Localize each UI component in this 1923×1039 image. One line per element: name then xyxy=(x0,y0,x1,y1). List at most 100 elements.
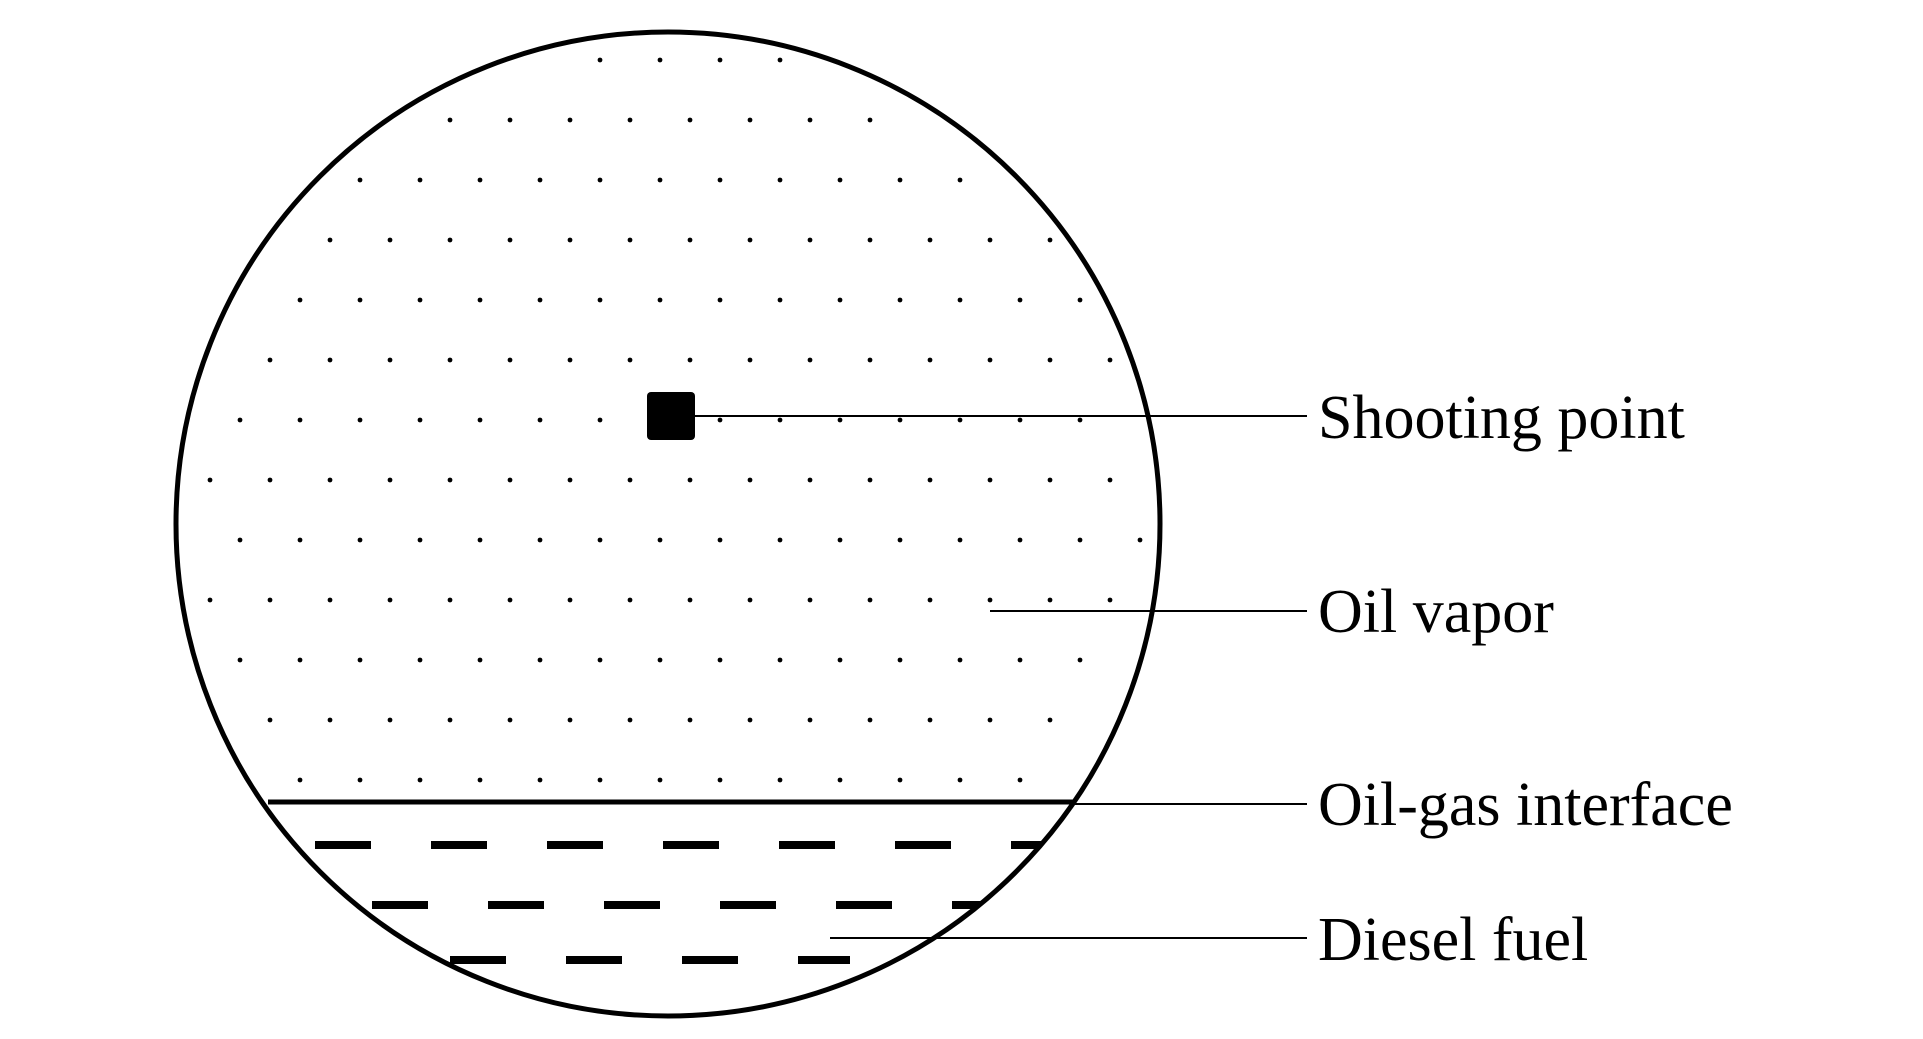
vapor-dot xyxy=(327,597,333,603)
vapor-dot xyxy=(327,477,333,483)
vapor-dot xyxy=(1077,417,1083,423)
vapor-dot xyxy=(567,717,573,723)
vapor-dot xyxy=(597,177,603,183)
vapor-dot xyxy=(1077,297,1083,303)
vapor-dot xyxy=(867,717,873,723)
vapor-dot xyxy=(867,477,873,483)
label-oil-gas-interface: Oil-gas interface xyxy=(1318,771,1733,839)
vapor-dot xyxy=(687,117,693,123)
vapor-dot xyxy=(297,537,303,543)
vapor-dot xyxy=(807,477,813,483)
vapor-dot xyxy=(297,777,303,783)
vapor-dot xyxy=(537,417,543,423)
vapor-dot xyxy=(357,657,363,663)
vapor-dot xyxy=(927,237,933,243)
vapor-dot xyxy=(747,357,753,363)
vapor-dot xyxy=(747,597,753,603)
vapor-dot xyxy=(627,117,633,123)
vapor-dot xyxy=(927,717,933,723)
vapor-dot xyxy=(447,717,453,723)
vapor-dot xyxy=(447,597,453,603)
vapor-dot xyxy=(957,777,963,783)
vapor-dot xyxy=(717,657,723,663)
vapor-dot xyxy=(987,357,993,363)
vapor-dot xyxy=(717,177,723,183)
vapor-dot xyxy=(567,237,573,243)
vapor-dot xyxy=(1047,597,1053,603)
vapor-dot xyxy=(837,777,843,783)
vapor-dot xyxy=(717,417,723,423)
vapor-dot xyxy=(1017,537,1023,543)
vapor-dot xyxy=(1017,417,1023,423)
vapor-dot xyxy=(927,477,933,483)
vapor-dot xyxy=(807,717,813,723)
vapor-dot xyxy=(837,297,843,303)
vapor-dot xyxy=(237,537,243,543)
vapor-dot xyxy=(777,417,783,423)
vapor-dot xyxy=(357,537,363,543)
vapor-dot xyxy=(567,117,573,123)
vapor-dot xyxy=(327,357,333,363)
vapor-dot xyxy=(777,297,783,303)
vapor-dot xyxy=(567,597,573,603)
vapor-dot xyxy=(537,777,543,783)
vapor-dot xyxy=(237,417,243,423)
vapor-dot xyxy=(777,777,783,783)
vapor-dot xyxy=(807,357,813,363)
vapor-dot xyxy=(1017,657,1023,663)
vapor-dot xyxy=(537,297,543,303)
vapor-dot xyxy=(657,537,663,543)
vapor-dot xyxy=(597,537,603,543)
vapor-dot xyxy=(387,357,393,363)
vapor-dot xyxy=(507,477,513,483)
vapor-dot xyxy=(627,597,633,603)
vapor-dot xyxy=(657,657,663,663)
vapor-dot xyxy=(567,357,573,363)
vapor-dot xyxy=(867,357,873,363)
vapor-dot xyxy=(357,297,363,303)
vapor-dot xyxy=(807,117,813,123)
vapor-dot xyxy=(927,597,933,603)
vapor-dot xyxy=(477,657,483,663)
vapor-dot xyxy=(897,537,903,543)
vapor-dot xyxy=(267,597,273,603)
vapor-dot xyxy=(387,477,393,483)
vapor-dot xyxy=(1047,477,1053,483)
vapor-dot xyxy=(687,357,693,363)
label-diesel-fuel: Diesel fuel xyxy=(1318,906,1588,974)
vapor-dot xyxy=(837,177,843,183)
vapor-dot xyxy=(657,297,663,303)
vapor-dot xyxy=(747,237,753,243)
vapor-dot xyxy=(537,177,543,183)
vapor-dot xyxy=(777,57,783,63)
vapor-dot xyxy=(237,657,243,663)
vapor-dot xyxy=(1017,777,1023,783)
vapor-dot xyxy=(687,597,693,603)
diesel-fuel-region xyxy=(315,841,1060,964)
vapor-dot xyxy=(597,657,603,663)
vapor-dot xyxy=(507,117,513,123)
vapor-dot xyxy=(987,597,993,603)
vapor-dot xyxy=(477,537,483,543)
vapor-dot xyxy=(537,657,543,663)
vapor-dot xyxy=(477,777,483,783)
vapor-dot xyxy=(327,237,333,243)
vapor-dot xyxy=(867,237,873,243)
vapor-dot xyxy=(867,597,873,603)
vapor-dot xyxy=(837,537,843,543)
vapor-dot xyxy=(447,237,453,243)
vapor-dot xyxy=(897,417,903,423)
vapor-dot xyxy=(1017,297,1023,303)
vapor-dot xyxy=(477,177,483,183)
vapor-dot xyxy=(747,117,753,123)
vapor-dot xyxy=(627,717,633,723)
vapor-dot xyxy=(417,537,423,543)
vapor-dot xyxy=(597,57,603,63)
vapor-dot xyxy=(657,177,663,183)
vapor-dot xyxy=(297,417,303,423)
vapor-dot xyxy=(1077,537,1083,543)
vapor-dot xyxy=(957,297,963,303)
vapor-dot xyxy=(957,657,963,663)
vapor-dot xyxy=(777,657,783,663)
